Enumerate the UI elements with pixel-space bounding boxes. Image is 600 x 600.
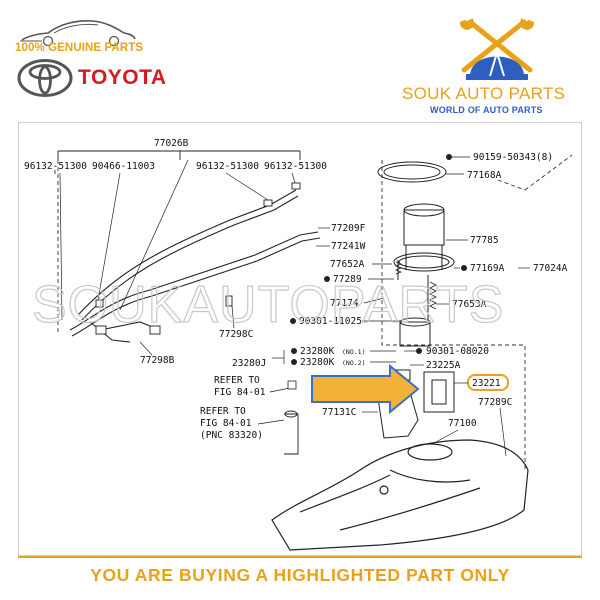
part-label-77298b: 77298B — [140, 355, 175, 366]
part-label-96132-c: 96132-51300 — [264, 161, 327, 172]
highlight-ring — [467, 374, 509, 391]
brand-name: TOYOTA — [78, 66, 167, 89]
part-label-77024a: 77024A — [533, 263, 568, 274]
part-label-77298c: 77298C — [219, 329, 253, 340]
part-label-23280j: 23280J — [232, 358, 266, 369]
refer-note-2a: REFER TO — [200, 406, 246, 417]
part-label-77174: 77174 — [330, 298, 359, 309]
part-label-77169a: 77169A — [470, 263, 505, 274]
part-note-no2: (NO.2) — [342, 359, 365, 367]
part-label-77100: 77100 — [448, 418, 477, 429]
footer-divider — [18, 556, 582, 558]
bullet-icon — [291, 359, 297, 365]
part-label-23280k-1: 23280K — [300, 346, 335, 357]
part-label-90301-11025: 90301-11025 — [299, 316, 362, 327]
part-label-90301-08020: 90301-08020 — [426, 346, 489, 357]
part-label-23221: 23221 — [472, 378, 501, 389]
refer-note-1b: FIG 84-01 — [214, 387, 266, 398]
watermark-text: SOUKAUTOPARTS — [32, 276, 504, 334]
part-label-77652a: 77652A — [330, 259, 365, 270]
seller-tagline: WORLD OF AUTO PARTS — [430, 105, 543, 115]
car-silhouette-icon — [20, 20, 136, 47]
parts-diagram-frame — [18, 122, 582, 556]
seller-name: SOUK AUTO PARTS — [402, 84, 566, 103]
part-label-90159: 90159-50343(8) — [473, 152, 553, 163]
bullet-icon — [446, 154, 452, 160]
genuine-parts-text: 100% GENUINE PARTS — [15, 42, 144, 54]
refer-note-2c: (PNC 83320) — [200, 430, 263, 441]
refer-note-1a: REFER TO — [214, 375, 260, 386]
part-label-23280k-2: 23280K — [300, 357, 335, 368]
part-label-77653a: 77653A — [452, 299, 487, 310]
part-label-77785: 77785 — [470, 235, 499, 246]
bullet-icon — [416, 348, 422, 354]
part-label-77026b: 77026B — [154, 138, 189, 149]
part-label-77131c: 77131C — [322, 407, 356, 418]
part-label-77289: 77289 — [333, 274, 362, 285]
part-label-77168a: 77168A — [467, 170, 502, 181]
bullet-icon — [290, 318, 296, 324]
part-label-96132-a: 96132-51300 — [24, 161, 87, 172]
highlight-arrow-icon — [311, 363, 420, 415]
bullet-icon — [324, 276, 330, 282]
part-label-77209f: 77209F — [331, 223, 366, 234]
souk-logo-icon — [459, 18, 535, 80]
part-note-no1: (NO.1) — [342, 348, 365, 356]
part-label-77289c: 77289C — [478, 397, 512, 408]
part-label-77241w: 77241W — [331, 241, 366, 252]
refer-note-2b: FIG 84-01 — [200, 418, 252, 429]
toyota-logo — [17, 59, 73, 97]
part-label-90466: 90466-11003 — [92, 161, 155, 172]
bullet-icon — [461, 265, 467, 271]
bullet-icon — [291, 348, 297, 354]
part-label-96132-b: 96132-51300 — [196, 161, 259, 172]
highlight-notice: YOU ARE BUYING A HIGHLIGHTED PART ONLY — [90, 565, 510, 585]
part-label-23225a: 23225A — [426, 360, 461, 371]
